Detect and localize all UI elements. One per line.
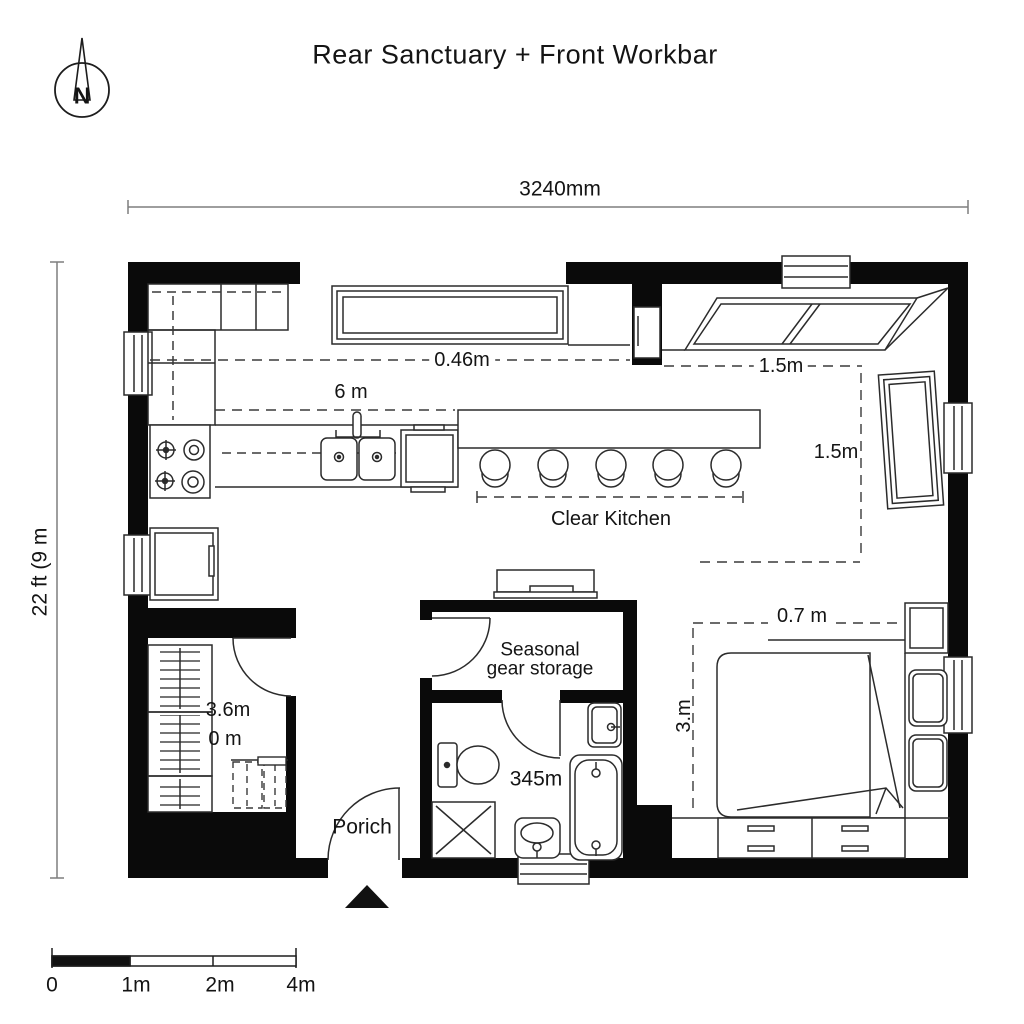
dim-closet-zero: 0 m bbox=[208, 728, 242, 750]
dashed-dimensions bbox=[150, 359, 903, 812]
kitchen bbox=[147, 283, 761, 601]
refrigerator bbox=[149, 527, 219, 601]
window-symbols bbox=[123, 255, 973, 885]
left-window-2 bbox=[123, 534, 153, 596]
bedroom bbox=[672, 602, 950, 859]
porch-door bbox=[327, 787, 401, 861]
dim-skylight-height: 1.5m bbox=[813, 441, 859, 463]
closet-cabinets bbox=[231, 756, 288, 809]
scale-tick-0: 0 bbox=[46, 973, 58, 997]
clear-kitchen-label: Clear Kitchen bbox=[550, 508, 672, 530]
right-window-2 bbox=[943, 656, 973, 734]
closet-shelves bbox=[147, 644, 213, 813]
scale-tick-2m: 2m bbox=[205, 973, 235, 997]
dim-overall-height: 22 ft (9 m bbox=[28, 527, 52, 617]
storage-door bbox=[431, 617, 491, 677]
dim-bed-length: 3.m bbox=[673, 699, 695, 733]
bathroom bbox=[431, 702, 623, 861]
shower bbox=[431, 801, 496, 859]
porch-label: Porich bbox=[332, 815, 392, 839]
doors bbox=[232, 617, 561, 861]
dimension-ticks bbox=[476, 491, 744, 503]
storage-room-label-line1: Seasonal bbox=[500, 639, 580, 661]
dresser bbox=[717, 817, 906, 859]
dimension-lines bbox=[50, 200, 969, 879]
sideboard bbox=[493, 569, 598, 599]
north-arrow-icon bbox=[54, 37, 110, 118]
dim-counter-offset: 0.46m bbox=[429, 350, 495, 370]
bar-stools bbox=[479, 449, 742, 488]
right-window-1 bbox=[943, 402, 973, 474]
bathroom-sink bbox=[587, 702, 622, 748]
island-bar bbox=[457, 409, 761, 449]
dim-skylight-width: 1.5m bbox=[753, 356, 809, 376]
dim-bed-clearance: 0.7 m bbox=[771, 606, 833, 626]
stove bbox=[149, 424, 211, 499]
scale-tick-1m: 1m bbox=[121, 973, 151, 997]
dim-overall-width: 3240mm bbox=[519, 177, 601, 201]
double-sink bbox=[320, 437, 396, 481]
dim-bathroom: 345m bbox=[509, 767, 563, 791]
bathtub bbox=[569, 754, 623, 861]
bathroom-basin bbox=[514, 817, 561, 859]
upper-counter bbox=[147, 283, 289, 426]
pantry-cabinet bbox=[633, 306, 661, 359]
toilet bbox=[437, 742, 500, 788]
top-window bbox=[781, 255, 851, 289]
bathroom-door bbox=[501, 699, 561, 759]
kitchen-faucet bbox=[335, 411, 381, 444]
bed bbox=[716, 639, 948, 818]
nightstand bbox=[904, 602, 949, 654]
skylight-windows bbox=[662, 287, 949, 351]
scale-tick-4m: 4m bbox=[286, 973, 316, 997]
storage-room-label-line2: gear storage bbox=[486, 658, 594, 680]
tilted-window bbox=[877, 370, 945, 510]
scale-bar bbox=[51, 948, 297, 968]
long-kitchen-window bbox=[331, 285, 630, 346]
dim-kitchen-run: 6 m bbox=[334, 381, 368, 403]
entry-triangle-icon bbox=[345, 885, 389, 908]
oven bbox=[400, 424, 459, 493]
dim-closet-width: 3.6m bbox=[205, 699, 251, 721]
north-label: N bbox=[73, 82, 91, 109]
page-title: Rear Sanctuary + Front Workbar bbox=[312, 39, 718, 70]
closet-door bbox=[232, 637, 292, 697]
